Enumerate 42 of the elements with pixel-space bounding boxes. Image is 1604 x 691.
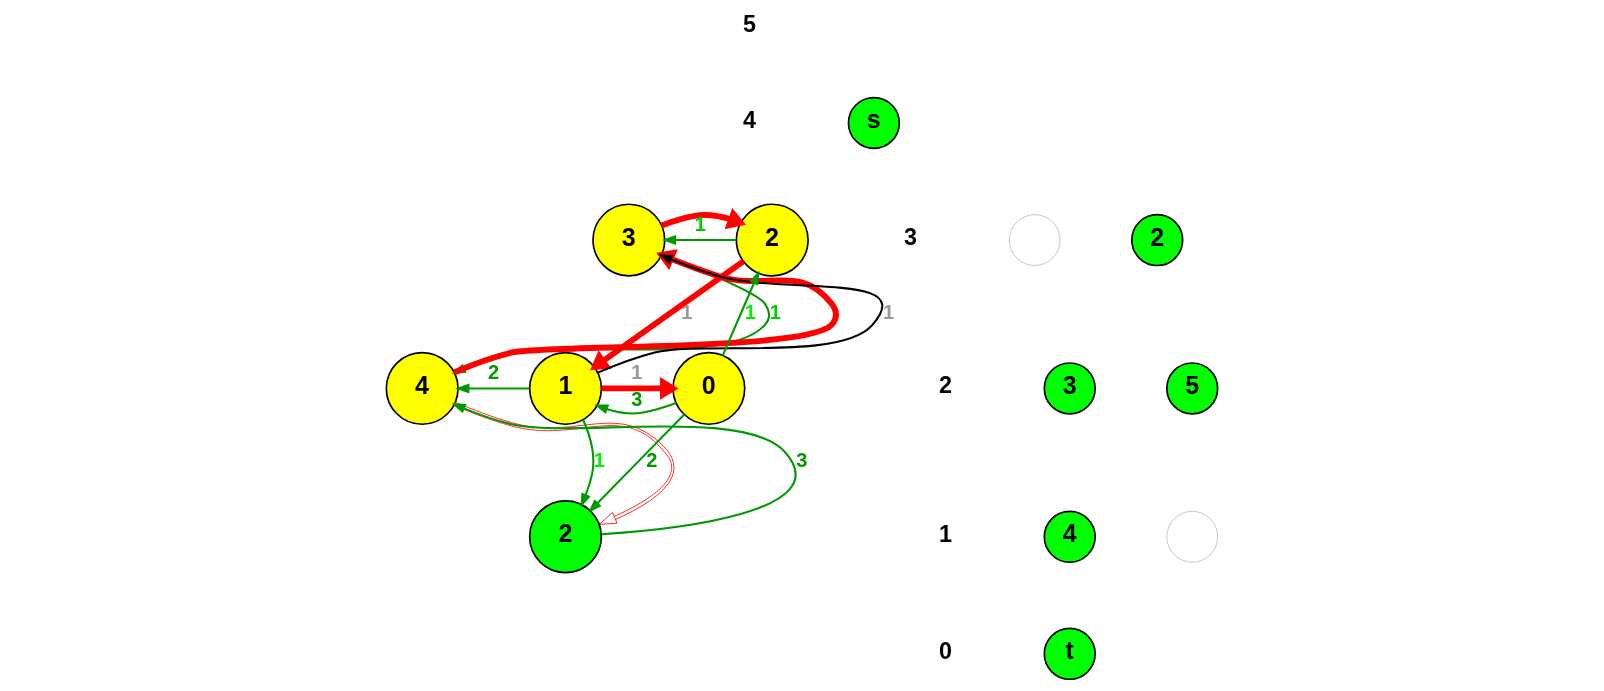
label: 3: [903, 223, 917, 250]
arrow: [580, 419, 595, 508]
edge-label: 1: [631, 361, 643, 384]
arrow: [588, 413, 685, 513]
node-circle: 4: [1043, 510, 1096, 564]
edge-label: 1: [744, 300, 756, 323]
edge-label: 1: [769, 300, 781, 323]
node-circle: 3: [1043, 362, 1096, 415]
edge-label: 1: [593, 448, 605, 471]
node-circle: 2: [1131, 213, 1184, 267]
node-circle: 2: [735, 203, 809, 277]
node-circle: [1008, 214, 1061, 266]
edge-label: 1: [681, 300, 693, 323]
label: 5: [743, 10, 757, 37]
edge-label: 3: [631, 388, 643, 411]
label: 4: [743, 106, 757, 133]
label: 2: [938, 372, 952, 399]
arrow: [601, 377, 679, 400]
edge-label: 1: [694, 213, 706, 236]
arrow: [594, 402, 677, 415]
node-circle: s: [847, 96, 901, 150]
arrow: [453, 401, 675, 525]
node-circle: t: [1043, 627, 1096, 681]
arrow: [590, 259, 745, 371]
label: 1: [938, 520, 952, 547]
edge-label: 2: [488, 361, 500, 384]
edge-label: 3: [796, 448, 808, 471]
arrow: [721, 270, 760, 356]
arrow: [451, 403, 797, 536]
node-circle: 3: [592, 203, 666, 277]
edge-label: 2: [646, 448, 658, 471]
arrow: [455, 383, 530, 394]
node-circle: 0: [672, 351, 746, 426]
node-circle: 5: [1166, 362, 1219, 415]
edge-label: 1: [883, 300, 895, 323]
label: 0: [938, 637, 952, 664]
node-circle: 4: [385, 351, 459, 426]
node-circle: 1: [528, 351, 603, 426]
arrow: [597, 254, 883, 374]
node-circle: [1166, 510, 1219, 563]
arrow: [661, 235, 737, 246]
arrow: [660, 207, 746, 230]
